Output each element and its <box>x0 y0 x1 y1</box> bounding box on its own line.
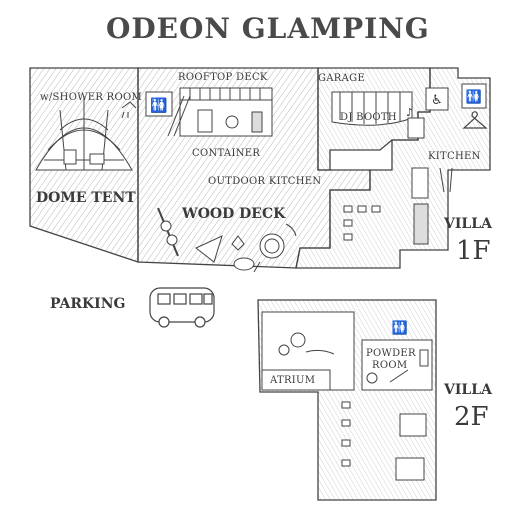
label-powder-1: POWDER <box>366 348 416 359</box>
label-parking: PARKING <box>50 296 126 312</box>
villa-1f-right <box>295 67 491 269</box>
dome-tent-icon <box>35 96 133 171</box>
label-atrium: ATRIUM <box>270 375 316 386</box>
label-dj-booth: DJ BOOTH <box>340 112 397 123</box>
label-dome-tent: DOME TENT <box>36 190 136 206</box>
van-icon <box>149 287 215 328</box>
container-icon <box>167 87 273 137</box>
svg-text:♿: ♿ <box>431 93 443 108</box>
label-shower-room: w/SHOWER ROOM <box>40 92 143 103</box>
flower-icon <box>278 332 335 356</box>
label-wood-deck: WOOD DECK <box>182 206 286 222</box>
label-villa-1f: VILLA <box>444 216 492 232</box>
stool-icons <box>343 205 381 241</box>
label-powder-2: ROOM <box>372 360 408 371</box>
chair-icons-2f <box>341 401 427 481</box>
powder-items <box>366 349 429 384</box>
label-container: CONTAINER <box>192 148 261 159</box>
label-rooftop-deck: ROOFTOP DECK <box>178 72 268 83</box>
svg-text:🚻: 🚻 <box>150 97 167 114</box>
restroom-icon: 🚻 <box>145 91 173 117</box>
label-villa-2f: VILLA <box>444 382 492 398</box>
svg-text:🚻: 🚻 <box>392 320 408 336</box>
hanger-icon <box>462 111 488 129</box>
food-icons <box>157 207 297 273</box>
wheelchair-icon: ♿ <box>425 87 449 111</box>
restroom-icon-1f: 🚻 <box>461 83 487 109</box>
dj-booth-icon <box>331 91 425 139</box>
restroom-icon-2f: 🚻 <box>392 320 408 336</box>
label-floor-2f: 2F <box>454 402 489 432</box>
music-note-icon: ♪ <box>406 106 413 119</box>
page-title: ODEON GLAMPING <box>106 12 430 45</box>
label-outdoor-kitchen: OUTDOOR KITCHEN <box>208 176 322 187</box>
label-kitchen: KITCHEN <box>428 151 481 162</box>
label-garage: GARAGE <box>318 73 366 84</box>
shower-icon <box>121 101 137 119</box>
svg-text:🚻: 🚻 <box>466 89 482 105</box>
kitchen-icon <box>411 167 453 245</box>
label-floor-1f: 1F <box>456 236 491 266</box>
